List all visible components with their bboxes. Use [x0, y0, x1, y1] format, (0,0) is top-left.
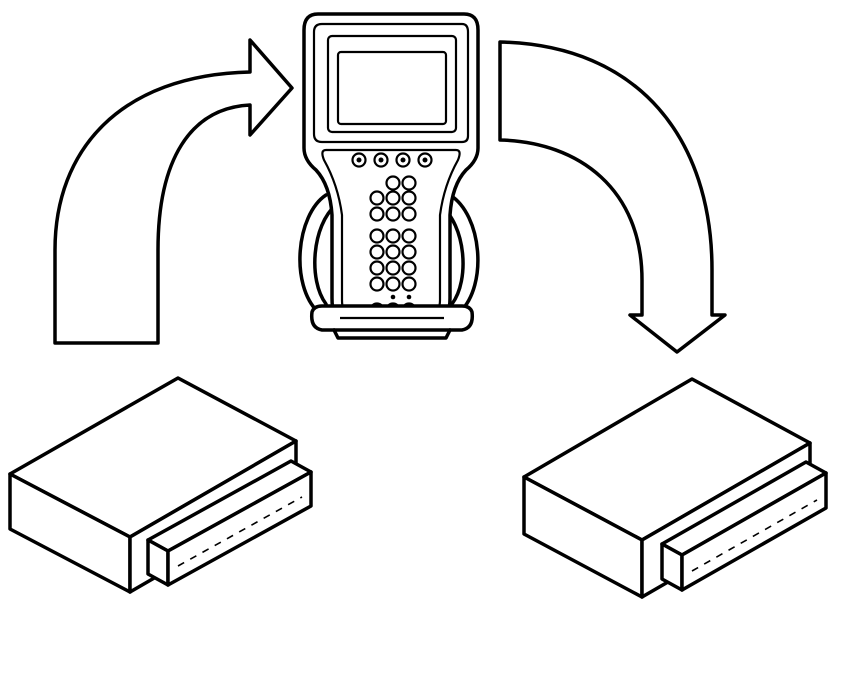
source-control-module-icon	[8, 376, 313, 594]
curved-arrow-down-right-icon	[498, 40, 727, 354]
target-control-module-icon	[522, 377, 828, 599]
handheld-scan-tool-icon	[298, 12, 480, 340]
curved-arrow-up-right-icon	[53, 38, 294, 345]
